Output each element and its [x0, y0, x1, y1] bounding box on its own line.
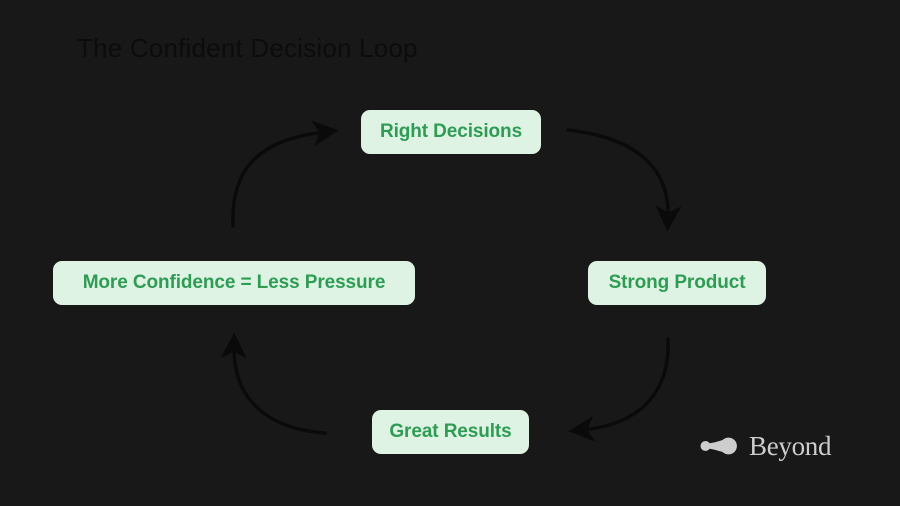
page-title: The Confident Decision Loop — [77, 33, 418, 63]
cycle-node-great-results[interactable]: Great Results — [372, 410, 529, 454]
cycle-node-label: More Confidence = Less Pressure — [82, 272, 386, 293]
cycle-node-right-decisions[interactable]: Right Decisions — [361, 110, 541, 154]
arrow-top-right — [566, 128, 682, 232]
cycle-node-label: Strong Product — [608, 272, 746, 293]
arrow-bottom-left — [220, 332, 327, 435]
cycle-node-more-confidence[interactable]: More Confidence = Less Pressure — [53, 261, 415, 305]
comet-mark-icon — [700, 437, 737, 455]
cycle-node-label: Great Results — [389, 421, 512, 442]
arrow-bottom-right — [568, 337, 670, 442]
cycle-node-strong-product[interactable]: Strong Product — [588, 261, 766, 305]
cycle-node-label: Right Decisions — [379, 121, 523, 142]
brand-logo-text: Beyond — [749, 430, 832, 461]
brand-logo: Beyond — [700, 430, 832, 461]
arrow-top-left — [231, 120, 339, 228]
